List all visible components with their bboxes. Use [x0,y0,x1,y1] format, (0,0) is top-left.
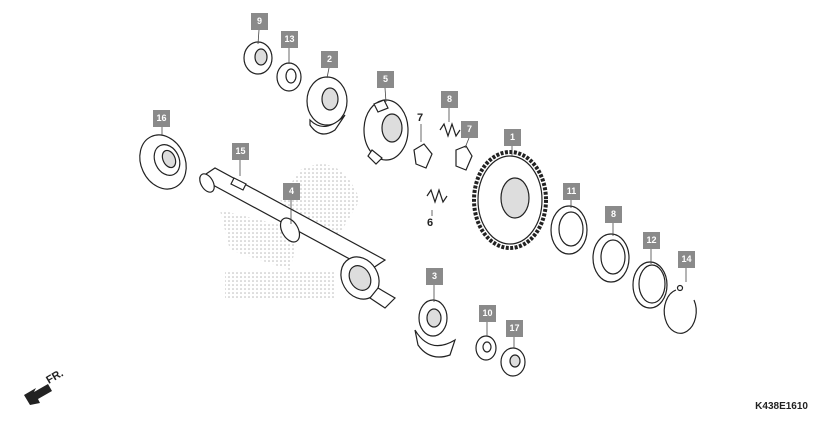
callout-c17: 17 [506,320,523,337]
ball-bearing-16 [139,134,187,190]
callout-c6: 6 [427,217,434,229]
diagram-code: K438E1610 [755,401,808,412]
callout-c12: 12 [643,232,660,249]
callout-c8: 8 [441,91,458,108]
balancer-weight-3 [414,299,457,358]
nut-9 [243,41,273,75]
gear-holder-5 [363,99,409,165]
damper-7b [455,145,473,171]
damper-7a [413,143,433,169]
callout-c11: 11 [563,183,580,200]
callout-c1: 1 [504,129,521,146]
washer-11 [550,205,588,255]
callout-c8b: 8 [605,206,622,223]
callout-c2: 2 [321,51,338,68]
callout-c14: 14 [678,251,695,268]
circlip-14 [663,284,697,334]
callout-c7a: 7 [417,112,424,124]
washer-8 [592,233,630,283]
nut-17 [500,347,526,377]
balancer-shaft-4 [198,167,396,309]
callout-c3: 3 [426,268,443,285]
washer-13 [276,62,302,92]
driven-gear-1 [472,150,548,250]
callout-c5: 5 [377,71,394,88]
callout-c9: 9 [251,13,268,30]
callout-c13: 13 [281,31,298,48]
callout-c7b: 7 [461,121,478,138]
leader-lines [161,29,687,348]
callout-c16: 16 [153,110,170,127]
callout-c4: 4 [283,183,300,200]
callout-c10: 10 [479,305,496,322]
washer-10 [475,335,497,361]
front-direction-arrow [24,384,52,405]
balancer-weight-2 [306,76,348,135]
key-15 [230,177,247,191]
spring-6a [439,122,461,138]
ring-12 [632,261,668,309]
spring-6b [426,188,448,204]
callout-c15: 15 [232,143,249,160]
